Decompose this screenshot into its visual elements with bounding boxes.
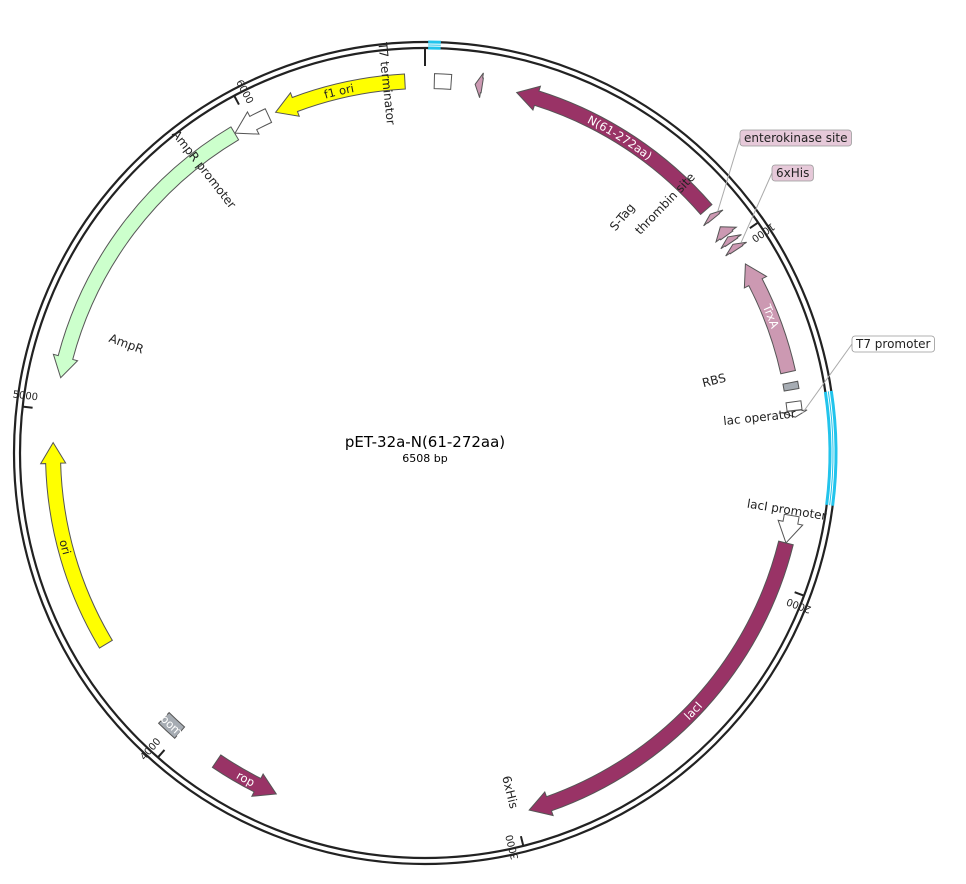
callout-text: T7 promoter bbox=[855, 337, 931, 351]
feature-ampr-promoter[interactable] bbox=[234, 108, 273, 135]
callout-leader bbox=[717, 137, 741, 212]
tick-mark bbox=[157, 749, 166, 759]
callout-6xhis[interactable]: 6xHis bbox=[740, 164, 814, 244]
tick-label: 1000 bbox=[749, 220, 776, 244]
feature-t7-terminator[interactable] bbox=[433, 73, 453, 90]
feature-label-n-cds: N(61-272aa) bbox=[585, 113, 655, 163]
feature-t7-promoter[interactable] bbox=[782, 409, 808, 418]
feature-label-ori: ori bbox=[56, 538, 73, 556]
callout-box bbox=[771, 164, 814, 182]
feature-trxa[interactable] bbox=[743, 263, 797, 375]
callout-box bbox=[851, 335, 935, 353]
tick-mark bbox=[233, 95, 240, 106]
feature-laci-promoter[interactable] bbox=[777, 513, 804, 544]
callout-leader bbox=[740, 172, 773, 244]
feature-label-ampr: AmpR bbox=[107, 331, 145, 356]
callout-t7-promoter[interactable]: T7 promoter bbox=[801, 335, 935, 414]
feature-his-tag-n[interactable] bbox=[474, 72, 484, 98]
feature-f1-ori[interactable] bbox=[274, 73, 406, 117]
highlight-regions bbox=[428, 40, 838, 506]
feature-bom[interactable] bbox=[157, 711, 186, 739]
tick-mark bbox=[519, 835, 525, 847]
callout-labels: enterokinase site 6xHis T7 promoter bbox=[717, 129, 935, 414]
feature-label-lac-operator: lac operator bbox=[723, 407, 797, 429]
feature-thrombin-site[interactable] bbox=[720, 234, 742, 250]
feature-enterokinase-site[interactable] bbox=[703, 209, 724, 227]
callout-text: enterokinase site bbox=[744, 131, 847, 145]
plasmid-length: 6508 bp bbox=[402, 452, 447, 465]
label-path bbox=[530, 544, 790, 814]
feature-his-tag-c[interactable] bbox=[725, 241, 747, 257]
plasmid-name: pET-32a-N(61-272aa) bbox=[345, 433, 505, 451]
feature-label-thrombin-site: thrombin site bbox=[632, 170, 698, 237]
highlight-arc bbox=[823, 391, 832, 506]
feature-rbs[interactable] bbox=[782, 380, 800, 392]
callout-leader bbox=[801, 343, 853, 414]
tick-mark bbox=[749, 221, 759, 230]
tick-mark bbox=[22, 405, 33, 409]
tick-mark bbox=[794, 591, 805, 597]
highlight-arc bbox=[829, 390, 838, 506]
feature-ampr[interactable] bbox=[52, 126, 240, 379]
features bbox=[39, 72, 808, 817]
feature-label-rbs: RBS bbox=[701, 371, 728, 390]
feature-ori[interactable] bbox=[39, 441, 113, 649]
feature-rop[interactable] bbox=[211, 754, 278, 797]
feature-label-his-tag-n: 6xHis bbox=[499, 774, 521, 810]
feature-n-cds[interactable] bbox=[515, 85, 713, 216]
feature-s-tag[interactable] bbox=[715, 226, 738, 244]
highlight-arc-mid bbox=[827, 391, 834, 506]
feature-laci[interactable] bbox=[528, 540, 794, 817]
callout-text: 6xHis bbox=[776, 166, 809, 180]
tick-label: 5000 bbox=[12, 389, 39, 403]
center-title: pET-32a-N(61-272aa) 6508 bp bbox=[345, 433, 505, 465]
callout-enterokinase[interactable]: enterokinase site bbox=[717, 129, 852, 212]
callout-box bbox=[739, 129, 852, 147]
